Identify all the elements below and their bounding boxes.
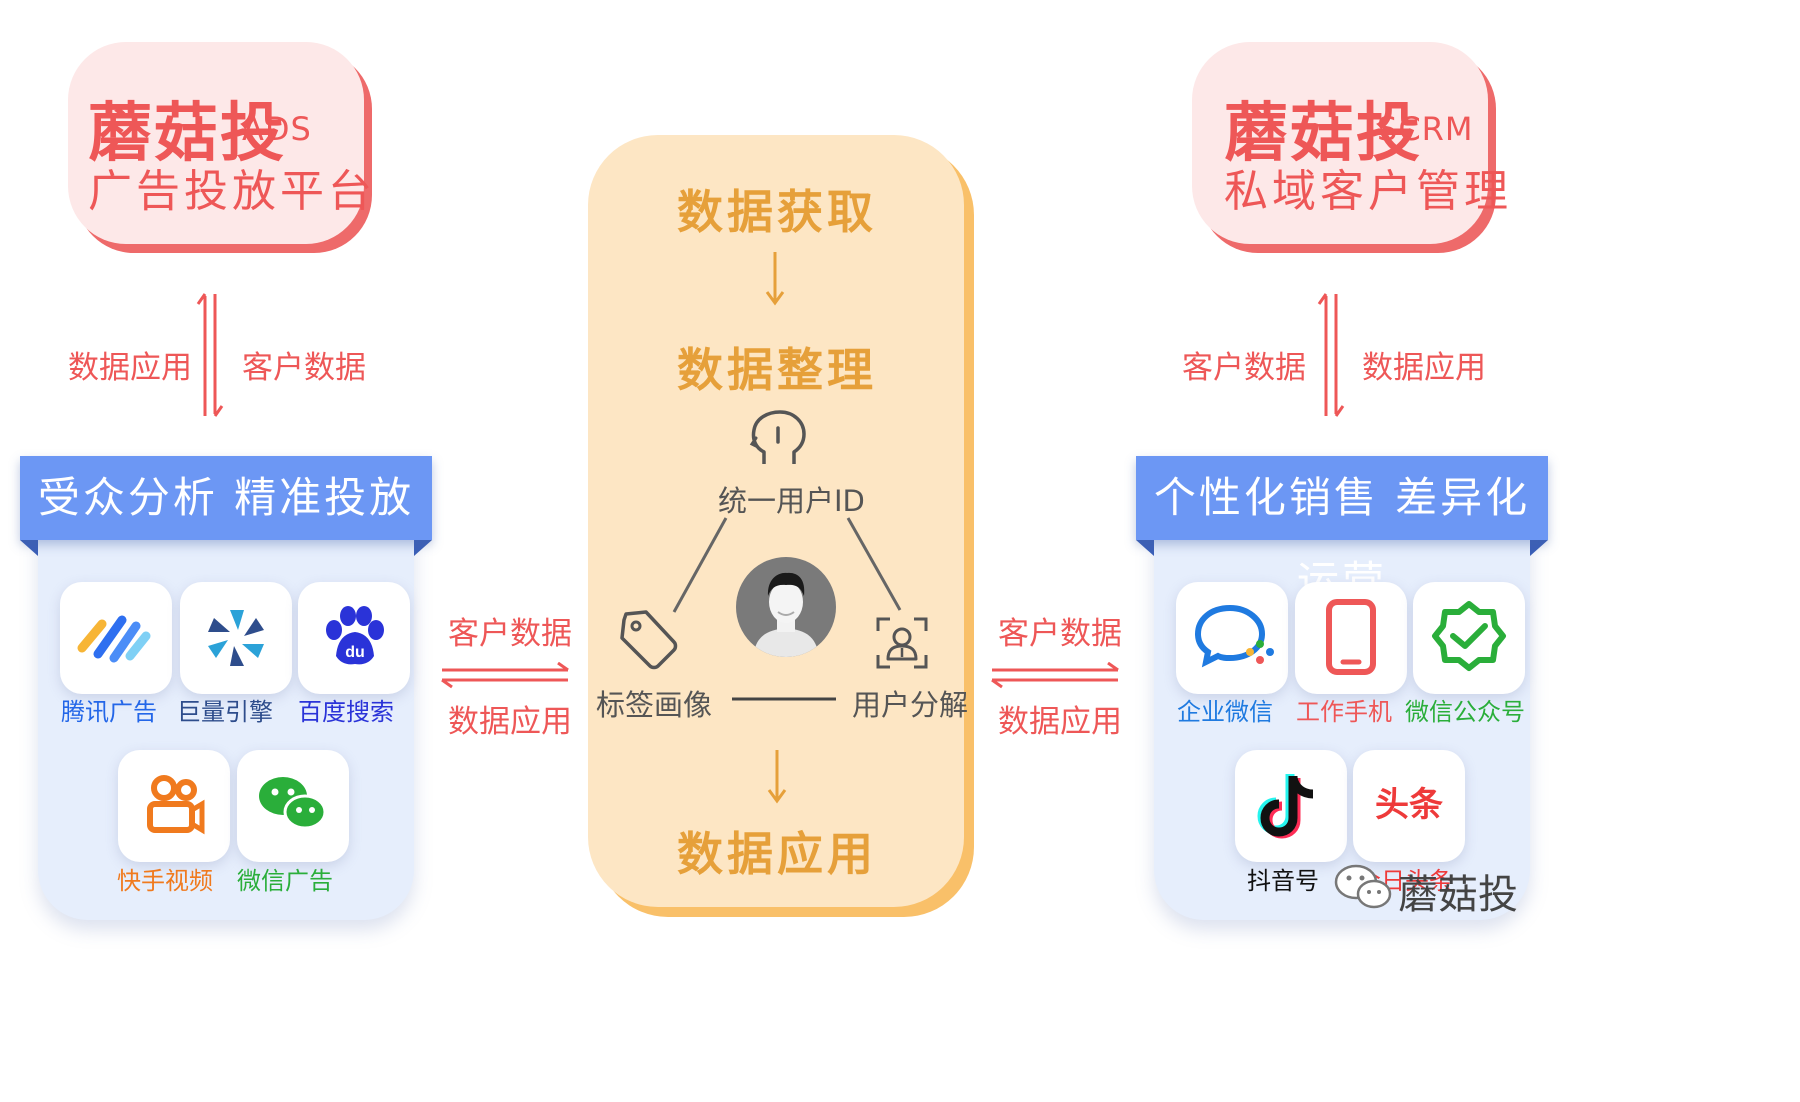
platform-label-official: 微信公众号 (1405, 698, 1525, 726)
right-banner-fold-right (1530, 540, 1548, 556)
scrm-brand: 蘑菇投 (1224, 97, 1422, 171)
toutiao-logo-text: 头条 (1375, 785, 1443, 825)
svg-text:du: du (345, 644, 365, 661)
douyin-icon[interactable] (1235, 750, 1347, 862)
right-vertical-label-right: 数据应用 (1362, 350, 1486, 386)
ads-sub: ADS (242, 110, 312, 148)
scrm-card (1192, 42, 1488, 244)
step-data-organize: 数据整理 (677, 343, 877, 397)
tag-icon (620, 610, 678, 670)
wechat-watermark-icon (1334, 864, 1392, 909)
node-unified-user-id: 统一用户ID (718, 484, 865, 518)
ads-tagline: 广告投放平台 (88, 166, 376, 217)
left-banner: 受众分析 精准投放 (20, 456, 432, 540)
user-breakdown-icon (876, 617, 928, 669)
right-horizontal-top-label: 客户数据 (998, 616, 1122, 652)
ads-brand: 蘑菇投 (88, 97, 286, 171)
platform-label-wecom: 企业微信 (1177, 698, 1273, 726)
right-banner: 个性化销售 差异化运营 (1136, 456, 1548, 606)
left-banner-fold-right (414, 540, 432, 556)
platform-label-ocean: 巨量引擎 (177, 698, 273, 726)
toutiao-icon[interactable]: 头条 (1353, 750, 1465, 862)
ads-card (68, 42, 364, 244)
right-vertical-arrows (1317, 293, 1345, 417)
tencent-ads-icon[interactable] (60, 582, 172, 694)
scrm-sub: SCRM (1377, 110, 1474, 148)
step-data-apply: 数据应用 (677, 827, 877, 881)
ocean-engine-icon[interactable] (180, 582, 292, 694)
wecom-icon[interactable] (1176, 582, 1288, 694)
platform-label-kuaishou: 快手视频 (117, 867, 213, 895)
user-avatar (736, 557, 836, 657)
platform-label-phone: 工作手机 (1296, 698, 1392, 726)
scrm-tagline: 私域客户管理 (1224, 166, 1512, 217)
kuaishou-icon[interactable] (118, 750, 230, 862)
node-user-breakdown: 用户分解 (852, 688, 969, 722)
left-vertical-arrows (196, 293, 224, 417)
right-vertical-label-left: 客户数据 (1182, 350, 1306, 386)
left-vertical-label-left: 数据应用 (68, 350, 192, 386)
wechat-icon[interactable] (237, 750, 349, 862)
down-arrow-2 (767, 750, 787, 804)
left-horizontal-top-label: 客户数据 (448, 616, 572, 652)
node-tag-profile: 标签画像 (596, 688, 713, 722)
right-banner-fold-left (1136, 540, 1154, 556)
down-arrow-1 (765, 252, 785, 306)
left-banner-fold-left (20, 540, 38, 556)
platform-label-wechat: 微信广告 (237, 867, 333, 895)
left-horizontal-arrows (441, 662, 569, 689)
head-profile-icon (749, 410, 806, 464)
watermark-text: 蘑菇投 (1398, 872, 1518, 918)
platform-label-douyin: 抖音号 (1247, 867, 1319, 895)
baidu-paw-icon[interactable]: du (298, 582, 410, 694)
right-horizontal-bottom-label: 数据应用 (998, 704, 1122, 740)
platform-label-baidu: 百度搜索 (298, 698, 394, 726)
relation-triangle-lines (672, 517, 902, 701)
left-horizontal-bottom-label: 数据应用 (448, 704, 572, 740)
step-data-acquire: 数据获取 (677, 185, 877, 239)
right-horizontal-arrows (991, 662, 1119, 689)
left-vertical-label-right: 客户数据 (242, 350, 366, 386)
phone-icon[interactable] (1295, 582, 1407, 694)
platform-label-tencent: 腾讯广告 (61, 698, 157, 726)
wechat-official-icon[interactable] (1413, 582, 1525, 694)
